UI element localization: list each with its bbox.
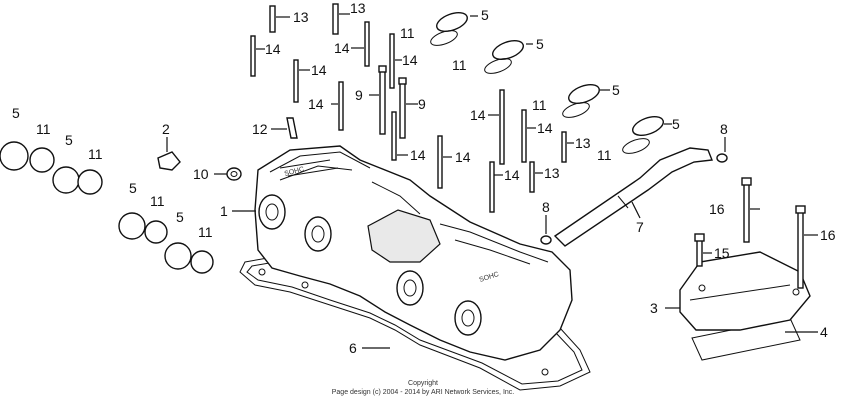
hose-clips bbox=[540, 153, 728, 245]
callout-5-d: 5 bbox=[672, 116, 680, 132]
callout-14-c: 14 bbox=[402, 52, 418, 68]
callout-16-a: 16 bbox=[709, 201, 725, 217]
breather-hose bbox=[553, 147, 713, 247]
callout-11-d: 11 bbox=[597, 147, 612, 163]
breather-cover-assembly bbox=[679, 251, 811, 361]
callout-1: 1 bbox=[220, 203, 228, 219]
callout-3: 3 bbox=[650, 300, 658, 316]
callout-labels: 13 13 14 14 11 14 14 9 9 14 12 14 14 14 … bbox=[12, 0, 836, 356]
callout-16-b: 16 bbox=[820, 227, 836, 243]
callout-5-f: 5 bbox=[65, 132, 73, 148]
callout-14-i: 14 bbox=[537, 120, 553, 136]
callout-11-e: 11 bbox=[36, 121, 51, 137]
callout-8-b: 8 bbox=[542, 199, 550, 215]
svg-text:SOHC: SOHC bbox=[284, 166, 305, 178]
callout-5-g: 5 bbox=[129, 180, 137, 196]
callout-14-g: 14 bbox=[455, 149, 471, 165]
callout-10: 10 bbox=[193, 166, 209, 182]
tappet-caps-right bbox=[430, 12, 664, 154]
callout-13-d: 13 bbox=[544, 165, 560, 181]
callout-11-b: 11 bbox=[452, 57, 467, 73]
callout-5-h: 5 bbox=[176, 209, 184, 225]
callout-14-b: 14 bbox=[334, 40, 350, 56]
callout-11-a: 11 bbox=[400, 25, 415, 41]
callout-9-b: 9 bbox=[418, 96, 426, 112]
cap-nut bbox=[157, 151, 181, 171]
sealing-washer bbox=[226, 167, 242, 181]
callout-15: 15 bbox=[714, 245, 730, 261]
callout-5-b: 5 bbox=[536, 36, 544, 52]
callout-13-c: 13 bbox=[575, 135, 591, 151]
callout-7: 7 bbox=[636, 219, 644, 235]
leader-lines bbox=[166, 13, 818, 349]
callout-14-e: 14 bbox=[308, 96, 324, 112]
callout-14-a: 14 bbox=[265, 41, 281, 57]
callout-11-g: 11 bbox=[150, 193, 165, 209]
callout-13-b: 13 bbox=[350, 0, 366, 16]
callout-11-h: 11 bbox=[198, 224, 213, 240]
callout-2: 2 bbox=[162, 121, 170, 137]
callout-14-h: 14 bbox=[470, 107, 486, 123]
copyright-line-1: Copyright bbox=[408, 380, 438, 387]
callout-8-a: 8 bbox=[720, 121, 728, 137]
callout-5-a: 5 bbox=[481, 7, 489, 23]
tappet-caps-left bbox=[0, 141, 214, 274]
callout-11-f: 11 bbox=[88, 146, 103, 162]
callout-14-d: 14 bbox=[311, 62, 327, 78]
cylinder-head-cover: SOHC SOHC bbox=[254, 145, 573, 361]
callout-12: 12 bbox=[252, 121, 268, 137]
callout-11-c: 11 bbox=[532, 97, 547, 113]
callout-4: 4 bbox=[820, 324, 828, 340]
callout-14-f: 14 bbox=[410, 147, 426, 163]
callout-6: 6 bbox=[349, 340, 357, 356]
callout-14-j: 14 bbox=[504, 167, 520, 183]
copyright-line-2: Page design (c) 2004 - 2014 by ARI Netwo… bbox=[332, 389, 515, 396]
callout-9-a: 9 bbox=[355, 87, 363, 103]
bolts bbox=[250, 3, 806, 289]
callout-5-e: 5 bbox=[12, 105, 20, 121]
callout-13-a: 13 bbox=[293, 9, 309, 25]
copyright-footer: Copyright Page design (c) 2004 - 2014 by… bbox=[332, 380, 515, 396]
callout-5-c: 5 bbox=[612, 82, 620, 98]
